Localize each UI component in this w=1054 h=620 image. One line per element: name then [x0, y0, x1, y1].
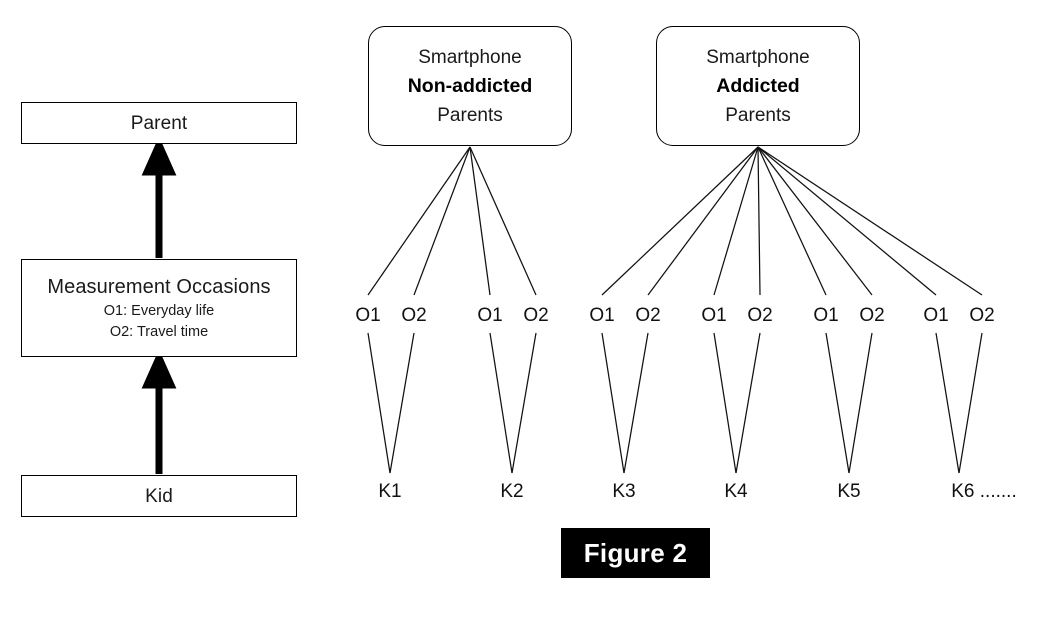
- legend-occasion-o1: O1: Everyday life: [103, 302, 215, 319]
- group-addicted-line3: Parents: [725, 104, 791, 126]
- legend-box-measurement-title: Measurement Occasions: [47, 275, 271, 298]
- legend-occasion-o2: O2: Travel time: [109, 323, 209, 340]
- group-nonaddicted-line1: Smartphone: [418, 46, 522, 68]
- occasion-label-1: O1: [355, 305, 381, 326]
- group-addicted-line1: Smartphone: [706, 46, 810, 68]
- fan-addicted: [601, 146, 983, 296]
- legend-box-kid: Kid: [21, 475, 297, 517]
- occasion-label-3: O1: [477, 305, 503, 326]
- occasion-label-10: O2: [859, 305, 885, 326]
- legend-box-kid-title: Kid: [145, 485, 173, 507]
- kid-label-k1: K1: [378, 481, 402, 502]
- fan-nonaddicted: [367, 146, 537, 296]
- arrow-kid-to-measure: [141, 349, 177, 474]
- figure-caption: Figure 2: [561, 528, 710, 578]
- figure-caption-text: Figure 2: [583, 537, 688, 568]
- group-addicted-line2: Addicted: [716, 74, 800, 97]
- kid-label-k5: K5: [837, 481, 861, 502]
- occasion-label-9: O1: [813, 305, 839, 326]
- occasion-label-11: O1: [923, 305, 949, 326]
- occasion-label-2: O2: [401, 305, 427, 326]
- v-connectors-kids: [367, 332, 983, 474]
- group-nonaddicted-line3: Parents: [437, 104, 503, 126]
- occasion-label-12: O2: [969, 305, 995, 326]
- occasion-label-8: O2: [747, 305, 773, 326]
- occasion-label-6: O2: [635, 305, 661, 326]
- arrow-measure-to-parent: [141, 136, 177, 258]
- occasion-label-4: O2: [523, 305, 549, 326]
- group-box-addicted-parents: Smartphone Addicted Parents: [656, 26, 860, 146]
- occasion-label-7: O1: [701, 305, 727, 326]
- legend-box-parent: Parent: [21, 102, 297, 144]
- kid-label-k3: K3: [612, 481, 636, 502]
- group-box-non-addicted-parents: Smartphone Non-addicted Parents: [368, 26, 572, 146]
- occasion-label-5: O1: [589, 305, 615, 326]
- group-nonaddicted-line2: Non-addicted: [407, 74, 533, 97]
- legend-box-measurement-occasions: Measurement Occasions O1: Everyday life …: [21, 259, 297, 357]
- kid-label-k2: K2: [500, 481, 524, 502]
- kid-label-k6: K6 .......: [951, 481, 1017, 502]
- kid-label-k4: K4: [724, 481, 748, 502]
- legend-box-parent-title: Parent: [130, 112, 188, 134]
